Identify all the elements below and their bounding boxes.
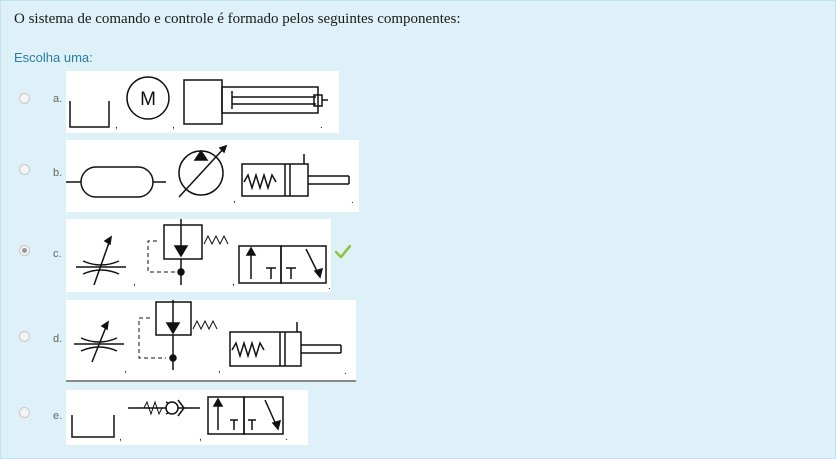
adjustable-flow-control-icon-2: [74, 320, 124, 363]
svg-text:,: ,: [124, 364, 127, 375]
svg-text:,: ,: [199, 432, 202, 443]
answer-option-d[interactable]: d.: [1, 300, 401, 382]
variable-pump-icon: [178, 144, 228, 198]
radio-b[interactable]: [19, 164, 30, 175]
choose-one-prompt: Escolha uma:: [14, 50, 93, 65]
answer-option-c[interactable]: c.: [1, 219, 401, 292]
spring-return-cylinder-icon-2: [229, 322, 342, 367]
electric-motor-icon: M: [126, 76, 170, 120]
spring-return-cylinder-icon: [241, 154, 350, 197]
option-d-image: , ,: [66, 300, 356, 382]
option-letter-a: a.: [53, 93, 63, 105]
pressure-relief-valve-icon: [147, 219, 229, 285]
option-a-image: , M , .: [66, 71, 339, 133]
svg-text:,: ,: [218, 364, 221, 375]
radio-a[interactable]: [19, 93, 30, 104]
svg-text:.: .: [320, 120, 323, 131]
directional-valve-icon: [238, 245, 327, 284]
svg-text:,: ,: [115, 120, 118, 131]
option-b-image: , .: [66, 140, 359, 212]
svg-text:,: ,: [119, 432, 122, 443]
option-letter-c: c.: [53, 248, 62, 260]
svg-text:.: .: [328, 281, 331, 292]
option-letter-d: d.: [53, 333, 63, 345]
check-valve-icon: [128, 399, 200, 417]
option-c-image: , ,: [66, 219, 331, 292]
svg-text:,: ,: [172, 120, 175, 131]
adjustable-flow-control-icon: [76, 235, 126, 286]
pressure-relief-valve-icon-2: [138, 300, 218, 370]
correct-checkmark-icon: [335, 245, 351, 259]
svg-text:.: .: [285, 432, 288, 443]
answer-option-b[interactable]: b.: [1, 140, 401, 212]
answer-option-e[interactable]: e.: [1, 390, 401, 445]
svg-text:,: ,: [133, 277, 136, 288]
option-e-image: , , .: [66, 390, 308, 445]
radio-d[interactable]: [19, 331, 30, 342]
svg-text:,: ,: [232, 277, 235, 288]
option-letter-e: e.: [53, 410, 63, 422]
double-acting-cylinder-icon: [183, 79, 328, 125]
motor-label: M: [140, 89, 156, 110]
directional-valve-icon-2: [207, 396, 284, 435]
accumulator-icon: [66, 166, 166, 198]
svg-text:,: ,: [233, 194, 236, 205]
radio-c-selected[interactable]: [19, 245, 30, 256]
option-letter-b: b.: [53, 167, 63, 179]
radio-e[interactable]: [19, 407, 30, 418]
svg-text:.: .: [351, 195, 354, 206]
reservoir-icon: [69, 101, 110, 128]
reservoir-icon-2: [71, 415, 115, 438]
question-text: O sistema de comando e controle é formad…: [14, 11, 461, 27]
svg-text:.: .: [344, 366, 347, 377]
answer-option-a[interactable]: a.: [1, 71, 401, 133]
